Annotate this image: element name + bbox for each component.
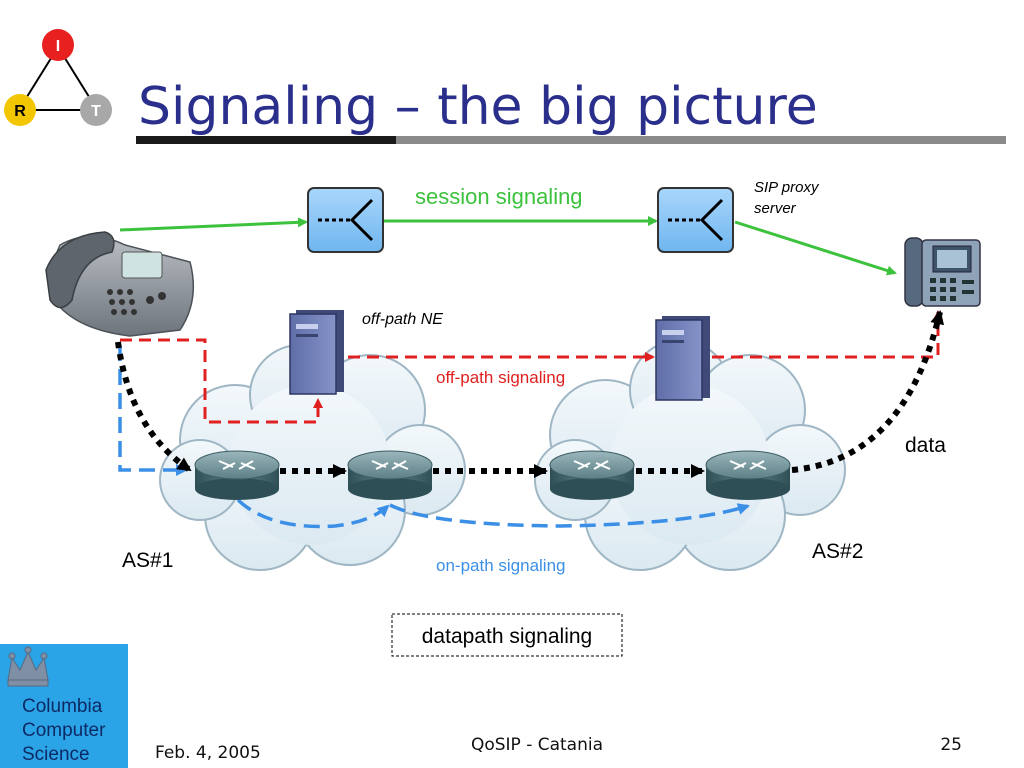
router-as1-core <box>347 450 433 500</box>
off-path-signaling-label: off-path signaling <box>436 368 565 387</box>
datapath-signaling-label: datapath signaling <box>422 625 592 648</box>
as1-label: AS#1 <box>122 549 173 572</box>
logo-letter-t: T <box>91 103 101 120</box>
on-path-signaling-label: on-path signaling <box>436 556 565 575</box>
irt-logo: I R T <box>4 29 112 126</box>
router-as2-core <box>705 450 791 500</box>
off-path-ne-server-1 <box>289 310 344 395</box>
data-path <box>115 310 945 478</box>
desk-phone-right <box>904 237 981 307</box>
off-path-ne-label: off-path NE <box>362 311 443 328</box>
footer-date: Feb. 4, 2005 <box>155 743 261 763</box>
session-signaling-path <box>119 216 897 276</box>
sip-proxy-label-line2: server <box>754 200 797 217</box>
logo-circle-r <box>4 94 36 126</box>
title-underline <box>136 136 1006 144</box>
on-path-signaling-path <box>118 345 750 529</box>
router-as1-edge <box>194 450 280 500</box>
logo-circle-i <box>42 29 74 61</box>
sip-proxy-server-1 <box>307 187 384 253</box>
as2-label: AS#2 <box>812 540 863 563</box>
footer-page-number: 25 <box>940 735 962 755</box>
sip-proxy-label-line1: SIP proxy <box>754 179 820 196</box>
columbia-line1: Columbia <box>22 696 103 717</box>
footer-center: QoSIP - Catania <box>471 735 603 755</box>
logo-letter-r: R <box>14 103 26 120</box>
sip-proxy-server-2 <box>657 187 734 253</box>
session-signaling-label: session signaling <box>415 184 583 209</box>
columbia-line2: Computer <box>22 720 106 741</box>
desk-phone-left <box>45 231 195 337</box>
logo-circle-t <box>80 94 112 126</box>
datapath-signaling-box <box>391 613 623 657</box>
crown-icon <box>7 646 49 687</box>
slide-title: Signaling – the big picture <box>138 77 818 137</box>
columbia-line3: Science <box>22 744 90 765</box>
logo-letter-i: I <box>56 38 60 55</box>
columbia-logo: Columbia Computer Science <box>0 644 128 768</box>
router-as2-edge <box>549 450 635 500</box>
off-path-ne-server-2 <box>655 316 710 401</box>
data-label: data <box>905 434 946 457</box>
